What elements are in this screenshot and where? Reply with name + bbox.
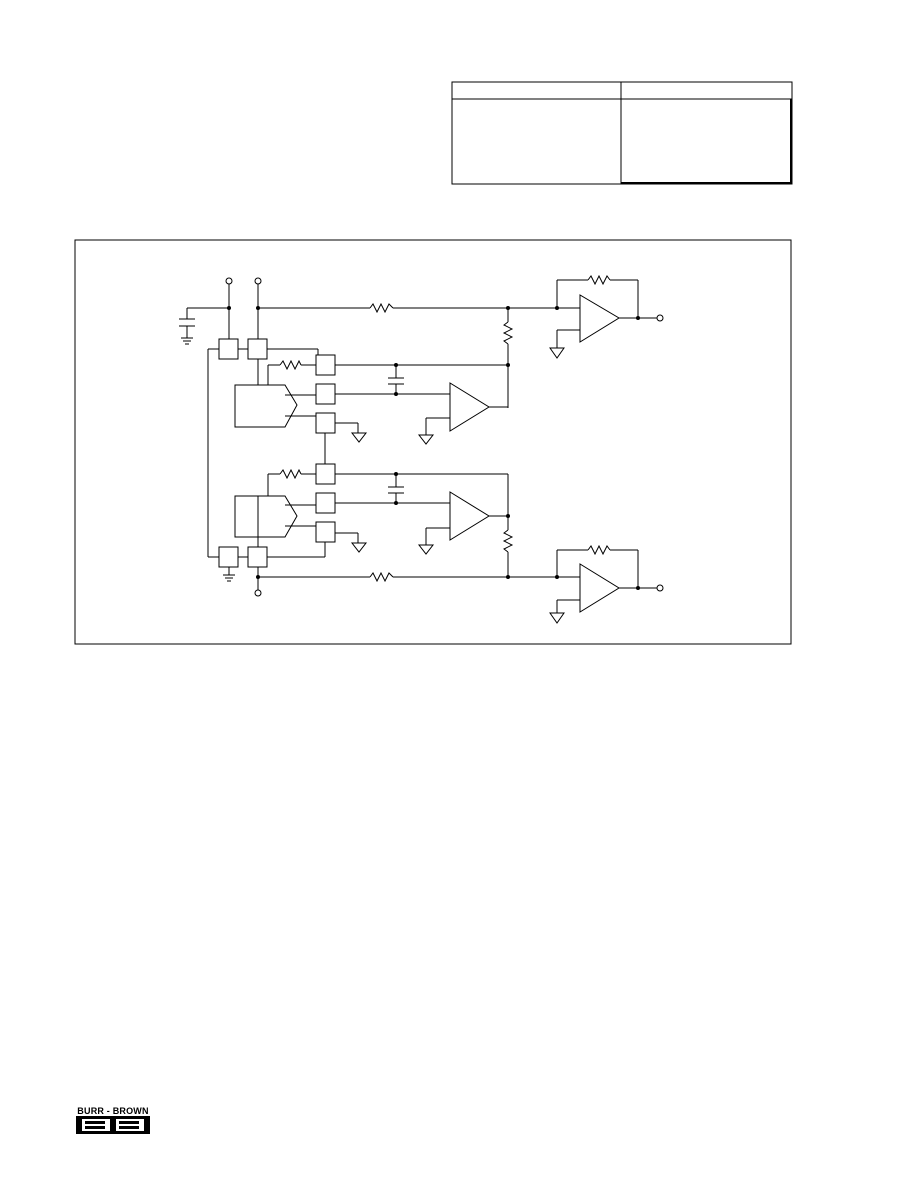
schematic-frame (74, 239, 792, 645)
burr-brown-logo: BURR - BROWN (76, 1106, 150, 1139)
terminal-1 (225, 277, 233, 285)
circuit-schematic (179, 274, 664, 624)
ground-symbol (181, 337, 193, 345)
terminal-3 (254, 589, 262, 597)
bb-mark-icon (76, 1116, 150, 1134)
spec-table (451, 81, 793, 185)
logo-wordmark: BURR - BROWN (77, 1106, 149, 1116)
ground-symbol-lower (223, 574, 235, 582)
terminal-2 (254, 277, 262, 285)
